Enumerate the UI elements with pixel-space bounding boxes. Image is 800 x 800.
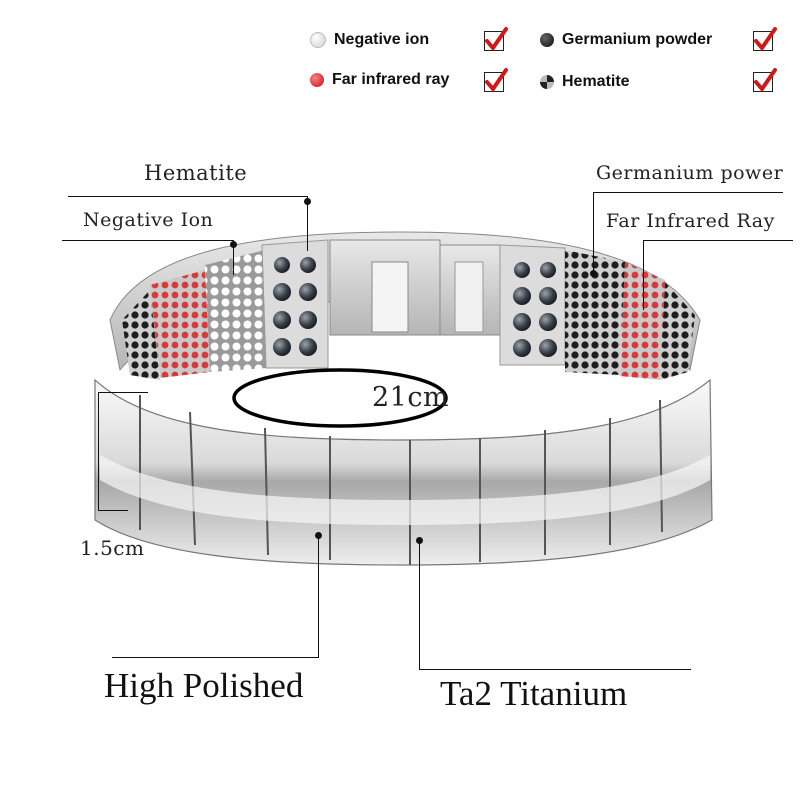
far-infrared-leader-line — [643, 240, 793, 241]
legend-negative-ion: Negative ion — [310, 31, 429, 49]
hematite-leader-line — [68, 196, 308, 197]
width-bracket-line — [98, 510, 128, 511]
negative-ion-pin — [230, 241, 237, 248]
material-leader-line — [419, 540, 420, 670]
germanium-dot-icon — [540, 33, 554, 47]
hematite-dot-icon — [540, 75, 554, 89]
circumference-label: 21cm — [372, 382, 450, 413]
finish-pin — [315, 532, 322, 539]
material-label: Ta2 Titanium — [440, 674, 628, 713]
germanium-pin — [590, 270, 597, 277]
material-leader-line — [419, 669, 691, 670]
checkbox-checked-icon — [484, 27, 508, 52]
negative-ion-leader-line — [62, 240, 234, 241]
finish-leader-line — [318, 535, 319, 658]
far-infrared-callout-label: Far Infrared Ray — [606, 210, 775, 232]
material-pin — [416, 537, 423, 544]
checkbox-checked-icon — [753, 68, 777, 93]
finish-leader-line — [112, 657, 319, 658]
legend-label: Germanium powder — [562, 31, 713, 48]
negative-ion-leader-line — [233, 240, 234, 275]
hematite-callout-label: Hematite — [144, 161, 248, 185]
germanium-leader-line — [593, 192, 783, 193]
legend-label: Far infrared ray — [332, 71, 450, 88]
width-label: 1.5cm — [80, 536, 145, 560]
legend-hematite: Hematite — [540, 73, 630, 91]
negative-ion-dot-icon — [310, 32, 326, 48]
far-infrared-dot-icon — [310, 73, 324, 87]
checkbox-checked-icon — [753, 27, 777, 52]
far-infrared-leader-line — [643, 240, 644, 310]
legend-label: Negative ion — [334, 31, 430, 48]
hematite-leader-line — [307, 196, 308, 251]
hematite-pin — [304, 198, 311, 205]
legend-label: Hematite — [562, 73, 630, 90]
width-bracket-line — [98, 392, 148, 393]
finish-label: High Polished — [104, 666, 304, 705]
width-bracket-line — [98, 392, 99, 510]
legend-germanium: Germanium powder — [540, 31, 712, 49]
negative-ion-callout-label: Negative Ion — [83, 209, 214, 231]
germanium-leader-line — [593, 192, 594, 272]
legend-far-infrared: Far infrared ray — [310, 71, 449, 89]
germanium-callout-label: Germanium power — [596, 162, 784, 184]
checkbox-checked-icon — [484, 68, 508, 93]
